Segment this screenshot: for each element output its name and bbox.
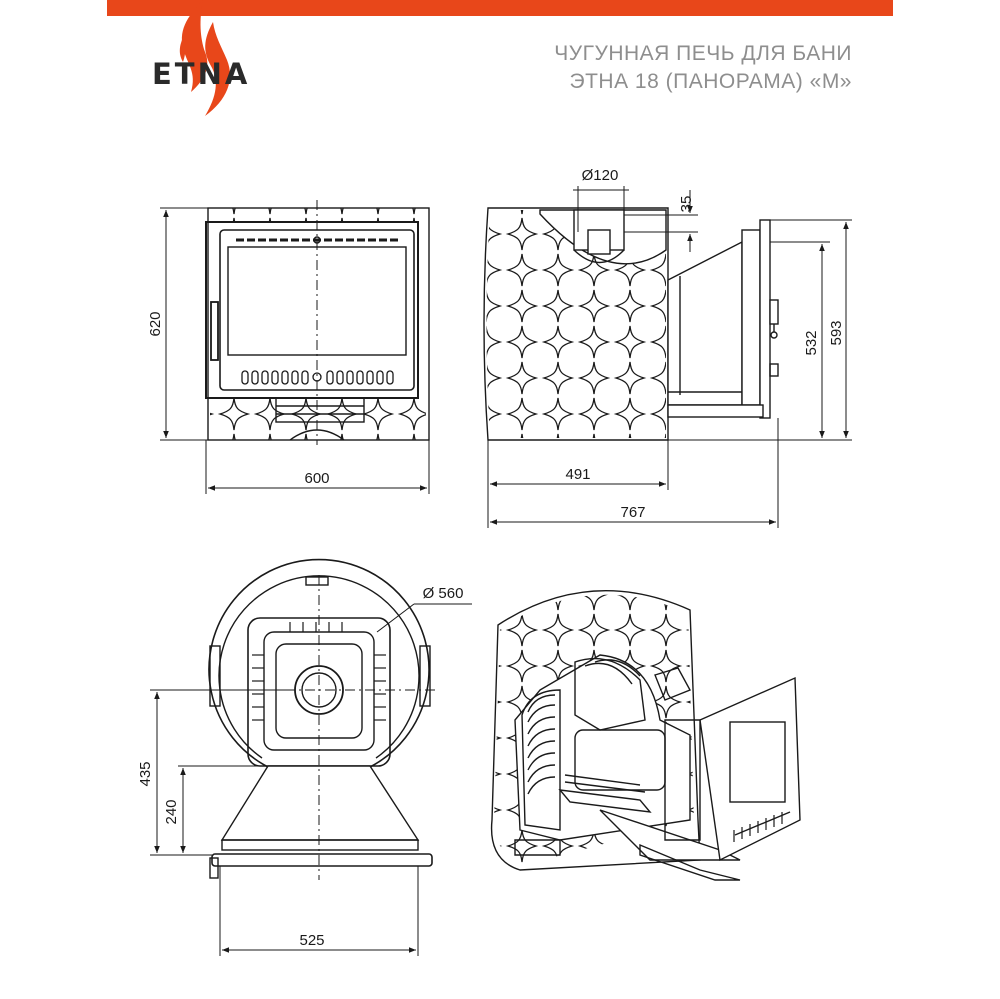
top-body-circle — [208, 558, 430, 768]
flame-logo-icon — [179, 0, 231, 116]
title-line-2: ЭТНА 18 (ПАНОРАМА) «М» — [569, 70, 852, 93]
door-vent-slots — [241, 370, 394, 385]
top-tunnel-cone — [220, 765, 420, 841]
dim-top-diameter: Ø 560 — [423, 585, 464, 602]
page-title: ЧУГУННАЯ ПЕЧЬ ДЛЯ БАНИ ЭТНА 18 (ПАНОРАМА… — [554, 40, 852, 96]
dim-pipe-offset: 35 — [678, 196, 695, 213]
cutaway-firebox — [514, 654, 691, 841]
dim-body-depth: 491 — [565, 466, 590, 483]
cutaway-body — [490, 590, 701, 871]
dim-total-height: 593 — [828, 320, 845, 345]
top-view — [205, 558, 435, 880]
top-accent-bar — [107, 0, 893, 16]
dim-front-width: 600 — [304, 470, 329, 487]
side-dimension-lines — [487, 186, 852, 528]
door-handle — [210, 301, 219, 361]
brand-name: ETNA — [152, 57, 251, 91]
side-tunnel — [667, 240, 743, 406]
side-view — [483, 207, 779, 441]
side-body-outline — [483, 207, 669, 441]
front-dimension-lines — [160, 207, 430, 494]
dim-top-cone-depth: 240 — [163, 799, 180, 824]
dim-pipe-diameter: Ø120 — [582, 167, 619, 184]
cutaway-door — [699, 676, 801, 862]
front-view — [205, 200, 430, 445]
cutaway-view — [490, 590, 801, 881]
title-line-1: ЧУГУННАЯ ПЕЧЬ ДЛЯ БАНИ — [554, 42, 852, 65]
dim-total-depth: 767 — [620, 504, 645, 521]
top-door-front — [211, 853, 433, 867]
side-door-frame — [741, 229, 761, 406]
dim-tunnel-height: 532 — [803, 330, 820, 355]
dim-top-width: 525 — [299, 932, 324, 949]
dim-top-depth: 435 — [137, 761, 154, 786]
front-door — [205, 221, 419, 399]
top-dimension-lines — [150, 603, 472, 956]
dim-front-height: 620 — [147, 311, 164, 336]
